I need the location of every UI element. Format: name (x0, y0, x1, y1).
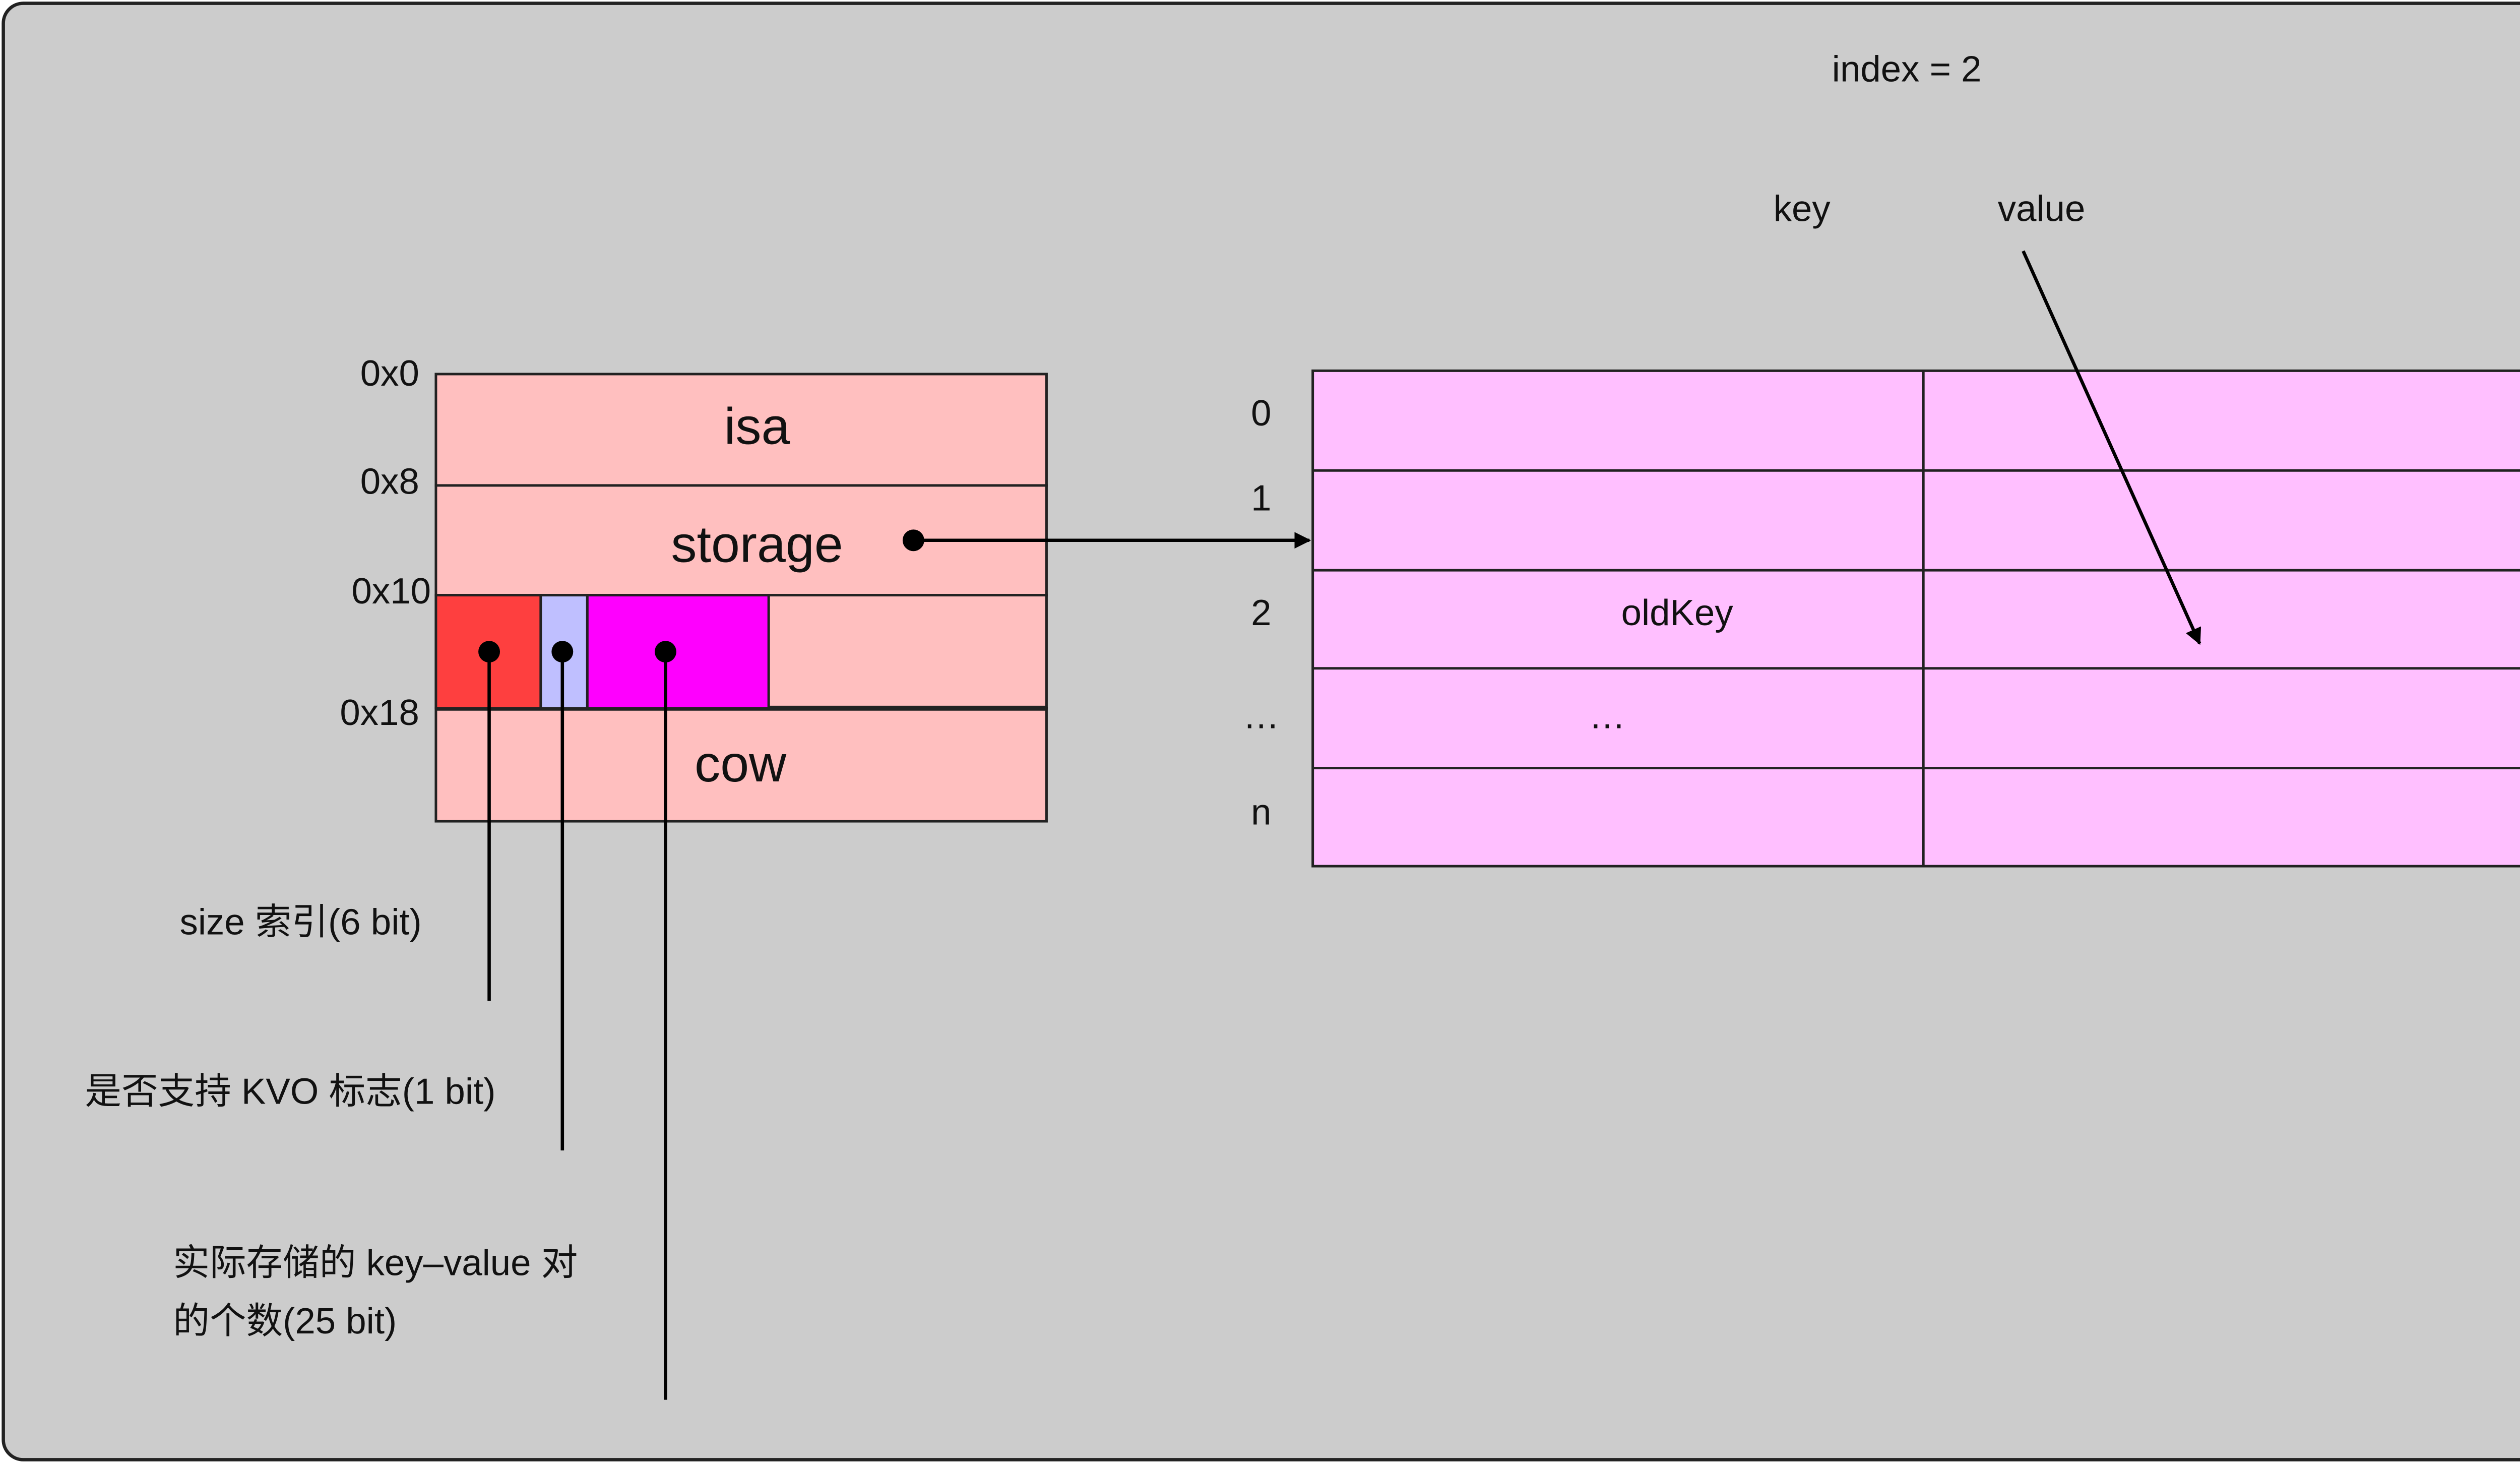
storage-label: storage (671, 515, 843, 573)
size-index-annotation: size 索引(6 bit) (180, 901, 422, 942)
struct-block: isa storage cow 0x0 0x8 0x10 0x18 (340, 353, 1048, 823)
count-annotation-line2: 的个数(25 bit) (173, 1301, 397, 1342)
kvo-flag-annotation: 是否支持 KVO 标志(1 bit) (85, 1071, 495, 1112)
row-label-2: 2 (1251, 592, 1271, 633)
row-label-ellipsis: … (1243, 695, 1280, 736)
count-dot (655, 641, 676, 663)
offset-0x8: 0x8 (360, 461, 419, 502)
struct-isa-field (434, 373, 1048, 487)
count-bits (586, 594, 770, 710)
row-label-n: n (1251, 792, 1271, 833)
struct-cow-field (434, 707, 1048, 823)
storage-pointer-dot (902, 529, 924, 552)
row-label-1: 1 (1251, 477, 1271, 518)
storage-table: 0 1 2 … n oldKey … (1243, 369, 2520, 868)
old-key-cell: oldKey (1621, 592, 1734, 633)
value-pointer-arrow (2022, 250, 2201, 645)
count-annotation-line1: 实际存储的 key–value 对 (173, 1242, 578, 1283)
offset-0x10: 0x10 (352, 571, 431, 612)
kvo-flag-dot (551, 641, 574, 663)
table-body (1311, 369, 2520, 868)
size-index-dot (478, 641, 500, 663)
key-column-header: key (1774, 189, 1831, 229)
index-label: index = 2 (1832, 49, 1982, 90)
ellipsis-cell: … (1589, 695, 1626, 736)
offset-0x18: 0x18 (340, 692, 419, 733)
isa-label: isa (724, 397, 790, 455)
row-label-0: 0 (1251, 393, 1271, 434)
offset-0x0: 0x0 (360, 353, 419, 394)
value-column-header: value (1998, 189, 2086, 229)
cow-label: cow (695, 735, 787, 793)
